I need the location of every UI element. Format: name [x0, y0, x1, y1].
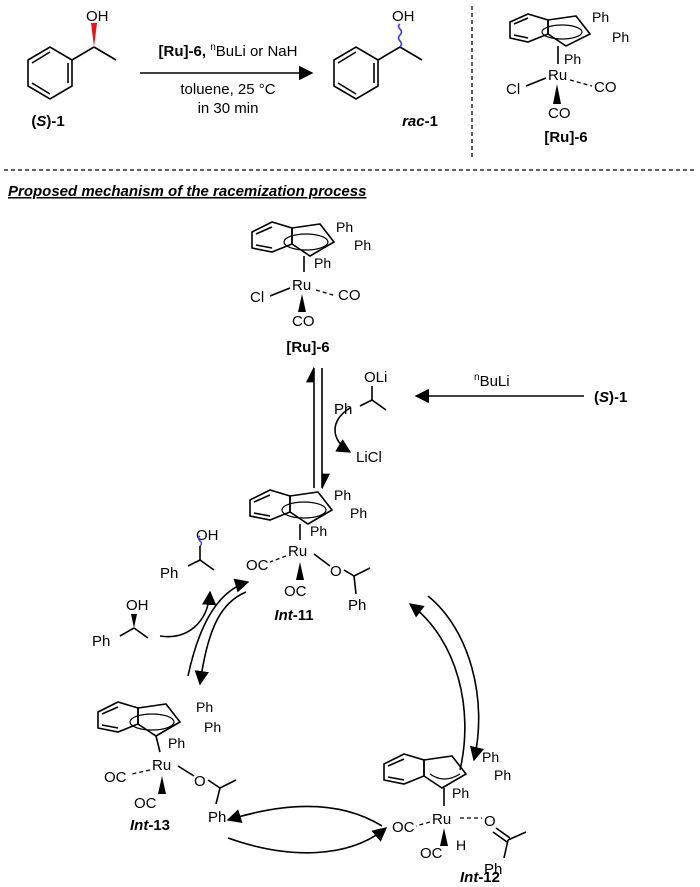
- cycle-arrow-right-up: [408, 603, 466, 771]
- svg-text:Ru: Ru: [292, 277, 311, 294]
- int-12-label: Int-12: [460, 869, 500, 886]
- svg-text:O: O: [330, 563, 342, 580]
- svg-text:OC: OC: [284, 583, 307, 600]
- catalyst-ru6-top: Ph Ph Ph Ru Cl CO CO: [506, 9, 629, 122]
- cycle-arrow-bottom-right: [227, 827, 388, 854]
- lithium-alkoxide: OLi Ph: [334, 369, 387, 418]
- int-11-label: Int-11: [274, 607, 313, 624]
- svg-text:Ph: Ph: [334, 487, 351, 503]
- svg-text:Ph: Ph: [334, 401, 352, 418]
- wavy-bond: [397, 23, 403, 48]
- alcohol-exchange-arrow: [159, 590, 217, 638]
- int-12: Ph Ph Ph Ru OC OC H O Ph: [383, 749, 527, 878]
- rac-alcohol: OH Ph: [160, 527, 219, 582]
- svg-text:Ru: Ru: [432, 811, 451, 828]
- oh-label: OH: [86, 8, 109, 25]
- svg-text:O: O: [484, 813, 496, 830]
- svg-text:Ph: Ph: [452, 785, 469, 801]
- conditions-line-3: in 30 min: [198, 100, 259, 117]
- svg-text:OH: OH: [196, 527, 219, 544]
- svg-text:Ru: Ru: [288, 543, 307, 560]
- cycle-arrow-right-down: [427, 595, 484, 762]
- svg-text:OC: OC: [246, 557, 269, 574]
- svg-text:H: H: [456, 837, 466, 853]
- s-alcohol: OH Ph: [92, 597, 149, 650]
- svg-text:Ph: Ph: [494, 767, 511, 783]
- svg-text:Ph: Ph: [168, 735, 185, 751]
- nbuli-label: nBuLi: [474, 372, 510, 390]
- int-13-label: Int-13: [130, 817, 170, 834]
- oh-label: OH: [392, 8, 415, 25]
- svg-text:Ru: Ru: [548, 67, 567, 84]
- svg-text:Ph: Ph: [350, 505, 367, 521]
- svg-text:Ph: Ph: [482, 749, 499, 765]
- catalyst-label: [Ru]-6: [544, 129, 587, 146]
- svg-text:Cl: Cl: [506, 81, 520, 98]
- s-1-molecule: OH: [27, 8, 117, 100]
- svg-text:CO: CO: [594, 79, 617, 96]
- svg-text:Ph: Ph: [196, 699, 213, 715]
- svg-text:Ph: Ph: [354, 237, 371, 253]
- section-title: Proposed mechanism of the racemization p…: [8, 183, 366, 200]
- svg-text:CO: CO: [292, 313, 315, 330]
- svg-text:Ru: Ru: [152, 757, 171, 774]
- cycle-arrow-bottom-left: [226, 805, 383, 827]
- svg-text:Ph: Ph: [592, 9, 609, 25]
- svg-text:Ph: Ph: [314, 255, 331, 271]
- svg-text:Ph: Ph: [336, 219, 353, 235]
- svg-text:CO: CO: [548, 105, 571, 122]
- svg-text:Ph: Ph: [564, 51, 581, 67]
- svg-text:Ph: Ph: [310, 523, 327, 539]
- svg-text:Ph: Ph: [204, 719, 221, 735]
- svg-text:Ph: Ph: [612, 29, 629, 45]
- cycle-arrow-left-down: [194, 591, 247, 686]
- svg-text:Ph: Ph: [160, 565, 178, 582]
- rac-1-label: rac-1: [402, 113, 438, 130]
- svg-text:O: O: [194, 773, 206, 790]
- stereo-wedge: [91, 23, 97, 47]
- ru6-mechanism: Ph Ph Ph Ru Cl CO CO: [250, 219, 371, 330]
- svg-text:OC: OC: [104, 769, 127, 786]
- svg-text:Ph: Ph: [484, 861, 502, 878]
- svg-text:OC: OC: [392, 819, 415, 836]
- svg-text:Ph: Ph: [208, 809, 226, 826]
- svg-text:Ph: Ph: [348, 597, 366, 614]
- int-13: Ph Ph Ph Ru OC OC O Ph: [97, 699, 237, 826]
- curved-arrow-licl: [334, 407, 352, 453]
- svg-text:OLi: OLi: [364, 369, 387, 386]
- svg-text:CO: CO: [338, 287, 361, 304]
- rac-1-molecule: OH: [333, 8, 423, 100]
- ru6-mech-label: [Ru]-6: [286, 339, 329, 356]
- conditions-line-1: [Ru]-6, nBuLi or NaH: [159, 42, 298, 60]
- svg-text:OC: OC: [420, 845, 443, 862]
- top-reaction: OH (S)-1 [Ru]-6, nBuLi or NaH toluene, 2…: [27, 6, 629, 160]
- svg-text:OH: OH: [126, 597, 149, 614]
- svg-text:Ph: Ph: [92, 633, 110, 650]
- cycle-arrow-left-up: [187, 578, 250, 677]
- svg-text:Cl: Cl: [250, 289, 264, 306]
- int-11: Ph Ph Ph Ru OC OC O Ph: [246, 487, 371, 614]
- s1-mech-label: (S)-1: [594, 389, 627, 406]
- svg-text:OC: OC: [134, 795, 157, 812]
- s-1-label: (S)-1: [31, 113, 64, 130]
- conditions-line-2: toluene, 25 °C: [180, 81, 275, 98]
- licl-label: LiCl: [356, 449, 382, 466]
